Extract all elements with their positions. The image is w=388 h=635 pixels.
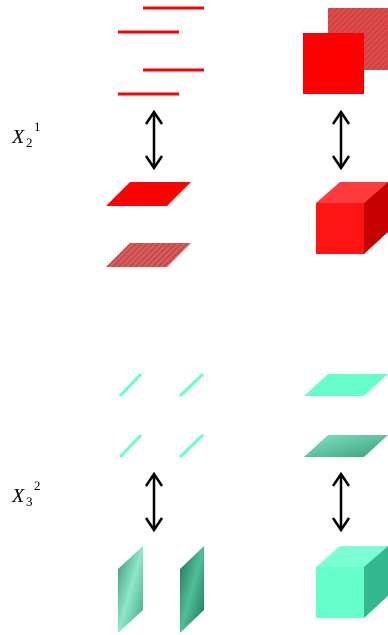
red-cube bbox=[316, 182, 388, 254]
teal-line-3 bbox=[118, 433, 143, 459]
teal-slab-2 bbox=[304, 435, 388, 457]
teal-line-2 bbox=[178, 372, 205, 398]
double-arrow-right-2 bbox=[331, 471, 351, 533]
teal-plane-2 bbox=[180, 546, 204, 633]
teal-line-4 bbox=[178, 433, 205, 459]
label-base: X bbox=[11, 126, 25, 148]
teal-planes bbox=[118, 546, 204, 633]
teal-line-1 bbox=[118, 372, 143, 398]
double-arrow-right-1 bbox=[331, 109, 351, 171]
red-slabs bbox=[106, 182, 191, 267]
red-slab-2 bbox=[106, 243, 191, 267]
teal-cube-side bbox=[364, 546, 388, 618]
label-subscript: 2 bbox=[26, 135, 33, 150]
double-arrow-left-1 bbox=[144, 109, 164, 171]
red-cube-front bbox=[316, 203, 364, 254]
arrows-group1 bbox=[144, 109, 351, 171]
red-squares bbox=[303, 8, 388, 94]
teal-lines bbox=[118, 372, 205, 459]
red-slab-1 bbox=[106, 182, 191, 206]
label-group2: X 3 2 bbox=[11, 478, 41, 509]
red-square-front bbox=[303, 33, 364, 94]
teal-slab-1 bbox=[304, 374, 388, 396]
label-base: X bbox=[11, 485, 25, 507]
label-superscript: 2 bbox=[34, 478, 41, 493]
teal-cube-front bbox=[316, 567, 364, 618]
teal-plane-1 bbox=[118, 546, 143, 633]
red-lines bbox=[118, 6, 204, 96]
teal-slabs bbox=[304, 374, 388, 457]
arrows-group2 bbox=[144, 471, 351, 533]
teal-cube bbox=[316, 546, 388, 618]
label-group1: X 2 1 bbox=[11, 119, 41, 150]
label-subscript: 3 bbox=[26, 494, 33, 509]
red-cube-side bbox=[364, 182, 388, 254]
label-superscript: 1 bbox=[34, 119, 41, 134]
double-arrow-left-2 bbox=[144, 471, 164, 533]
